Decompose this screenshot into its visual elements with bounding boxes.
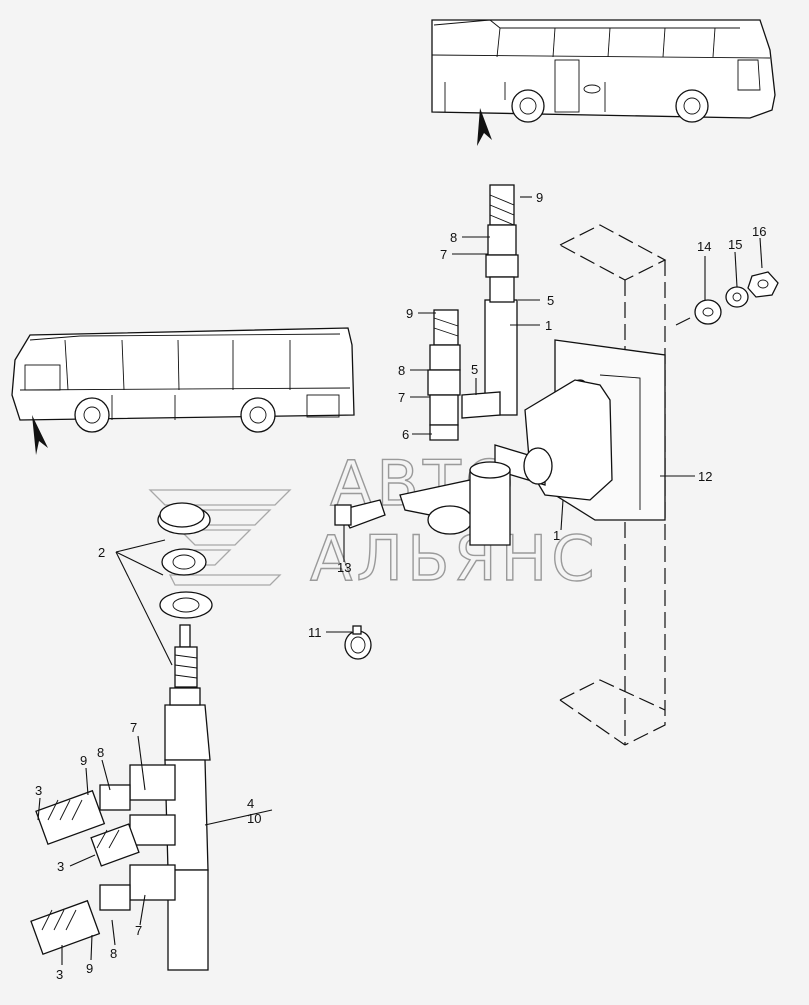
callout-8-left-top: 8 bbox=[97, 745, 104, 760]
callout-14: 14 bbox=[697, 239, 711, 254]
callout-7-left-bottom: 7 bbox=[135, 923, 142, 938]
callout-2: 2 bbox=[98, 545, 105, 560]
callout-7-left-top: 7 bbox=[130, 720, 137, 735]
bus-top-illustration bbox=[431, 19, 776, 146]
callout-7-top: 7 bbox=[440, 247, 447, 262]
callout-5-right: 5 bbox=[547, 293, 554, 308]
callout-9-left-bottom: 9 bbox=[86, 961, 93, 976]
arrow-top-pointer bbox=[477, 108, 492, 146]
callout-15: 15 bbox=[728, 237, 742, 252]
callout-6: 6 bbox=[402, 427, 409, 442]
callout-12: 12 bbox=[698, 469, 712, 484]
callout-labels: 9 8 7 5 1 9 8 5 7 6 1 12 13 11 14 15 16 … bbox=[35, 190, 766, 982]
callout-10: 10 bbox=[247, 811, 261, 826]
callout-8-top: 8 bbox=[450, 230, 457, 245]
clamp-11 bbox=[344, 625, 372, 660]
callout-7-mid: 7 bbox=[398, 390, 405, 405]
callout-5-mid: 5 bbox=[471, 362, 478, 377]
callout-8-left-bottom: 8 bbox=[110, 946, 117, 961]
callout-9-top: 9 bbox=[536, 190, 543, 205]
callout-16: 16 bbox=[752, 224, 766, 239]
callout-3-top: 3 bbox=[35, 783, 42, 798]
callout-9-left-top: 9 bbox=[80, 753, 87, 768]
fitting-stack-2 bbox=[30, 502, 213, 971]
fasteners-14-16 bbox=[694, 271, 779, 325]
callout-1-right: 1 bbox=[545, 318, 552, 333]
callout-4: 4 bbox=[247, 796, 254, 811]
callout-3-bottom: 3 bbox=[56, 967, 63, 982]
valve-assembly bbox=[334, 184, 613, 546]
callout-9-mid: 9 bbox=[406, 306, 413, 321]
callout-3-mid: 3 bbox=[57, 859, 64, 874]
callout-13: 13 bbox=[337, 560, 351, 575]
arrow-left-pointer bbox=[32, 415, 48, 455]
bus-left-illustration bbox=[11, 327, 355, 455]
callout-1-valve: 1 bbox=[553, 528, 560, 543]
callout-11: 11 bbox=[308, 625, 322, 640]
callout-8-mid: 8 bbox=[398, 363, 405, 378]
leader-lines bbox=[37, 196, 763, 965]
